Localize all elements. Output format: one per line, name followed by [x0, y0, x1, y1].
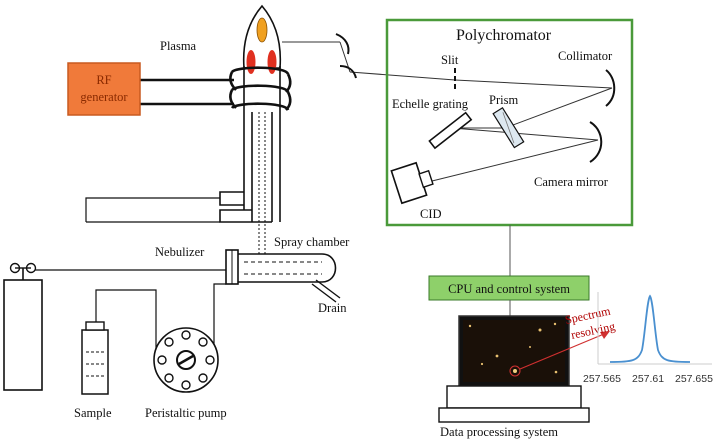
dps-label: Data processing system: [440, 425, 558, 439]
plasma-core-red-right: [267, 50, 277, 74]
prism: [492, 107, 525, 149]
polychromator-title: Polychromator: [456, 27, 552, 44]
cpu-label: CPU and control system: [448, 282, 570, 296]
drain-label: Drain: [318, 301, 347, 315]
highlight-circle: [509, 365, 521, 377]
cid-detector: [390, 161, 434, 205]
echelle-label: Echelle grating: [392, 97, 469, 111]
monitor: [438, 315, 590, 423]
tick-label-0: 257.565: [583, 373, 621, 385]
torch: [219, 4, 282, 256]
resolving-arrow: [519, 333, 605, 370]
gas-lines: [32, 197, 226, 271]
fold-mirror-2: [339, 65, 357, 79]
camera-mirror-label: Camera mirror: [534, 175, 609, 189]
rf-coil: [229, 66, 292, 111]
fold-mirror-1: [335, 33, 350, 55]
spray-chamber-label: Spray chamber: [274, 235, 350, 249]
rf-generator-box: [67, 62, 141, 116]
tick-label-1: 257.61: [632, 373, 664, 385]
rf-label-line1: RF: [96, 73, 111, 87]
plasma-core-red-left: [246, 50, 256, 74]
cpu-box: [428, 275, 590, 301]
gas-cylinder: [3, 262, 43, 391]
sample-tubing: [95, 283, 226, 360]
nebulizer-label: Nebulizer: [155, 245, 205, 259]
plasma-core-orange: [256, 17, 268, 43]
peristaltic-pump: [153, 327, 219, 393]
sample-label: Sample: [74, 406, 112, 420]
collimator-mirror: [605, 69, 616, 107]
spray-chamber: [238, 253, 341, 303]
cid-label: CID: [420, 207, 442, 221]
tick-label-2: 257.655: [675, 373, 713, 385]
spectrum-peak: [609, 294, 691, 363]
prism-label: Prism: [489, 93, 518, 107]
rf-label-line2: generator: [80, 90, 128, 104]
sample-vial: [81, 321, 109, 395]
collimator-label: Collimator: [558, 49, 613, 63]
pump-label: Peristaltic pump: [145, 406, 227, 420]
plasma-label: Plasma: [160, 39, 197, 53]
camera-mirror: [589, 121, 603, 163]
echelle-grating: [428, 111, 473, 150]
slit-label: Slit: [441, 53, 459, 67]
spectrum-inset: [597, 292, 712, 365]
